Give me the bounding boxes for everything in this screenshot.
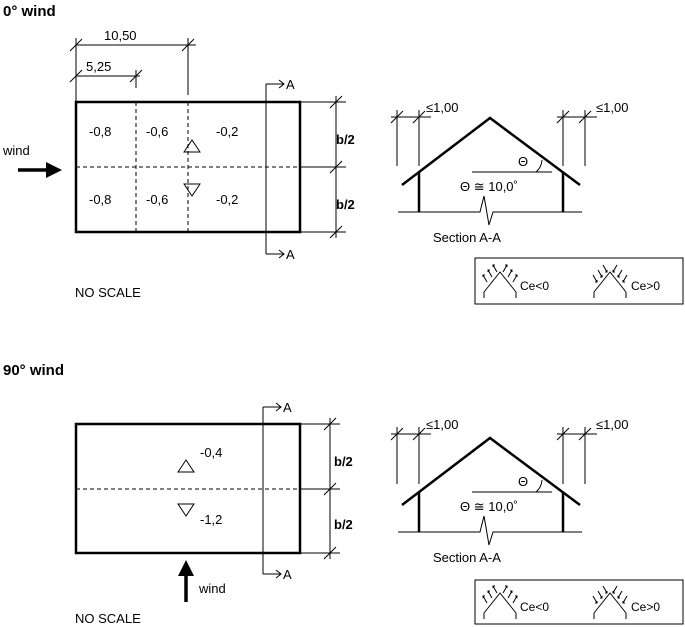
section-label: Section A-A — [433, 550, 501, 565]
triangle-up-icon — [177, 459, 195, 473]
side-dimension — [300, 95, 346, 239]
angle-value: Θ ≅ 10,0˚ — [460, 179, 518, 194]
coef-r1c3: -0,2 — [216, 124, 238, 139]
wind-arrowhead-icon — [178, 560, 194, 576]
legend-pos-label: Ce>0 — [631, 279, 660, 293]
dimension-short: 5,25 — [86, 59, 111, 74]
wind-label: wind — [2, 143, 30, 158]
dim-b-half-top: b/2 — [336, 132, 355, 147]
dim-b-half-bottom: b/2 — [334, 517, 353, 532]
legend-neg-label: Ce<0 — [520, 600, 549, 614]
no-scale-note: NO SCALE — [75, 285, 141, 300]
section-mark-bottom: A — [283, 567, 292, 582]
legend-neg-label: Ce<0 — [520, 279, 549, 293]
dim-b-half-bottom: b/2 — [336, 197, 355, 212]
angle-arc — [535, 159, 543, 173]
coef-r2c1: -0,8 — [89, 192, 111, 207]
section-cut-marker — [265, 79, 285, 259]
roof-suction-icon — [482, 264, 518, 298]
dimension-long: 10,50 — [104, 28, 137, 43]
overhang-right: ≤1,00 — [596, 100, 628, 115]
legend-box: Ce<0 Ce>0 — [474, 257, 684, 305]
triangle-up-icon — [183, 139, 201, 153]
ground-break-line — [398, 195, 582, 226]
section-mark-top: A — [286, 77, 295, 92]
roof-outline — [401, 436, 581, 507]
overhang-left: ≤1,00 — [426, 100, 458, 115]
roof-pressure-icon — [592, 264, 628, 298]
section-label: Section A-A — [433, 230, 501, 245]
dim-b-half-top: b/2 — [334, 454, 353, 469]
legend-pos-label: Ce>0 — [631, 600, 660, 614]
roof-pressure-icon — [592, 585, 628, 619]
no-scale-note: NO SCALE — [75, 611, 141, 626]
triangle-down-icon — [177, 503, 195, 517]
legend-box: Ce<0 Ce>0 — [474, 579, 684, 625]
angle-arc — [535, 479, 543, 493]
section-title: 90° wind — [3, 362, 64, 379]
overhang-right: ≤1,00 — [596, 417, 628, 432]
roof-section-view: ≤1,00 ≤1,00 Θ Θ ≅ 10,0˚ Section A-A — [390, 100, 628, 245]
triangle-down-icon — [183, 183, 201, 197]
section-90-wind: 90° wind A A -0,4 -1,2 b/2 b/2 wi — [3, 362, 684, 626]
coef-r1c2: -0,6 — [146, 124, 168, 139]
section-title: 0° wind — [3, 3, 56, 20]
wind-arrowhead-icon — [46, 162, 62, 178]
coef-r1c1: -0,8 — [89, 124, 111, 139]
side-dimension — [300, 417, 340, 560]
top-dimensions — [69, 38, 196, 102]
angle-value: Θ ≅ 10,0˚ — [460, 499, 518, 514]
angle-symbol: Θ — [518, 154, 528, 169]
section-cut-marker — [262, 402, 282, 579]
angle-symbol: Θ — [518, 474, 528, 489]
wind-label: wind — [198, 581, 226, 596]
section-mark-top: A — [283, 400, 292, 415]
coef-bottom: -1,2 — [200, 512, 222, 527]
coef-r2c3: -0,2 — [216, 192, 238, 207]
ground-break-line — [398, 515, 582, 546]
section-0-wind: 0° wind 10,50 5,25 A A — [2, 3, 684, 305]
coef-r2c2: -0,6 — [146, 192, 168, 207]
coef-top: -0,4 — [200, 445, 222, 460]
roof-outline — [401, 116, 581, 187]
section-mark-bottom: A — [286, 247, 295, 262]
roof-section-view: ≤1,00 ≤1,00 Θ Θ ≅ 10,0˚ Section A-A — [390, 417, 628, 565]
overhang-left: ≤1,00 — [426, 417, 458, 432]
roof-suction-icon — [482, 585, 518, 619]
